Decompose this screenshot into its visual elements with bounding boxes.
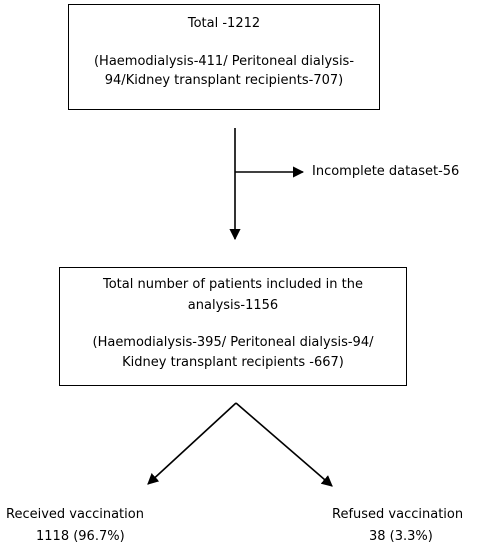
- included-title-line2: analysis-1156: [187, 298, 279, 313]
- included-detail-line1: (Haemodialysis-395/ Peritoneal dialysis-…: [92, 335, 374, 350]
- total-title: Total -1212: [187, 16, 261, 31]
- arrow-to-received: [147, 402, 237, 485]
- refused-label: Refused vaccination: [332, 507, 464, 522]
- exclusion-label: Incomplete dataset-56: [312, 164, 460, 179]
- included-title-line1: Total number of patients included in the: [103, 277, 363, 292]
- included-box: Total number of patients included in the…: [59, 267, 407, 386]
- total-box: Total -1212 (Haemodialysis-411/ Peritone…: [68, 4, 380, 110]
- refused-value: 38 (3.3%): [369, 529, 433, 544]
- arrow-to-refused: [235, 402, 333, 487]
- received-label: Received vaccination: [6, 507, 144, 522]
- received-value: 1118 (96.7%): [36, 529, 125, 544]
- total-detail-line1: (Haemodialysis-411/ Peritoneal dialysis-: [93, 54, 355, 69]
- total-detail-line2: 94/Kidney transplant recipients-707): [104, 73, 344, 88]
- included-detail-line2: Kidney transplant recipients -667): [122, 355, 344, 370]
